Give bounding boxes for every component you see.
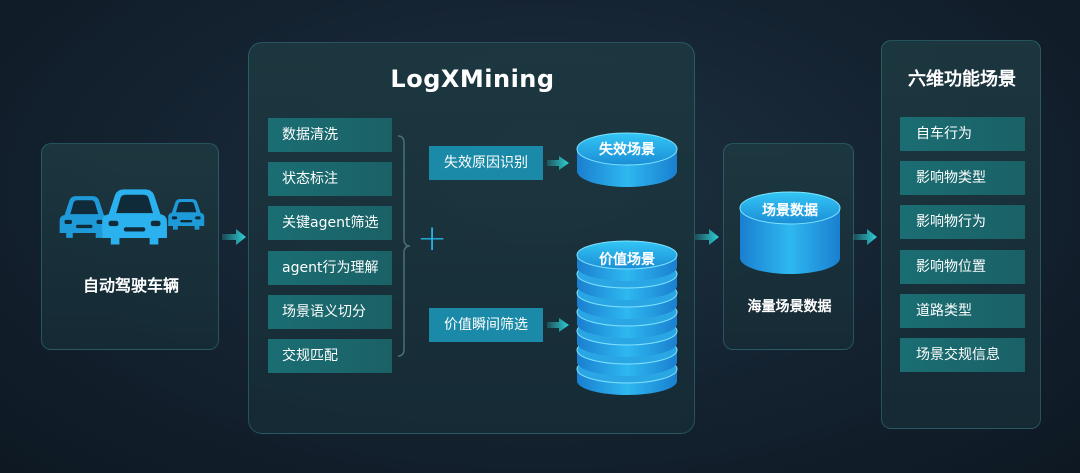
failure-scene-label: 失效场景 bbox=[599, 142, 655, 158]
step-item: 关键agent筛选 bbox=[268, 206, 392, 240]
vehicle-panel: 自动驾驶车辆 bbox=[41, 143, 219, 350]
plus-icon: + bbox=[417, 218, 448, 259]
massive-scene-data-caption: 海量场景数据 bbox=[747, 299, 832, 315]
step-item: 数据清洗 bbox=[268, 118, 392, 152]
value-filter: 价值瞬间筛选 bbox=[429, 308, 543, 342]
step-item: 状态标注 bbox=[268, 162, 392, 196]
scene-item: 影响物位置 bbox=[900, 250, 1025, 284]
panel-title: LogXMining bbox=[390, 65, 555, 93]
scene-item: 场景交规信息 bbox=[900, 338, 1025, 372]
scene-item: 影响物类型 bbox=[900, 161, 1025, 195]
scene-item: 自车行为 bbox=[900, 117, 1025, 151]
value-scene-label: 价值场景 bbox=[599, 252, 655, 268]
step-item: 场景语义切分 bbox=[268, 295, 392, 329]
panel-title: 六维功能场景 bbox=[908, 69, 1016, 90]
step-item: 交规匹配 bbox=[268, 339, 392, 373]
arrow-right-icon bbox=[695, 229, 719, 245]
database-icon bbox=[576, 240, 678, 395]
database-layer-top bbox=[576, 240, 678, 270]
scene-item: 影响物行为 bbox=[900, 205, 1025, 239]
logxmining-panel: LogXMining 数据清洗 状态标注 关键agent筛选 agent行为理解… bbox=[248, 42, 695, 434]
database-icon bbox=[739, 191, 841, 274]
bracket-connector bbox=[397, 135, 411, 357]
step-item: agent行为理解 bbox=[268, 251, 392, 285]
failure-filter: 失效原因识别 bbox=[429, 146, 543, 180]
scene-item: 道路类型 bbox=[900, 294, 1025, 328]
arrow-right-icon bbox=[222, 229, 246, 245]
arrow-right-icon bbox=[547, 318, 569, 332]
scene-data-label: 场景数据 bbox=[762, 203, 818, 219]
arrow-right-icon bbox=[853, 229, 877, 245]
database-icon bbox=[576, 132, 678, 187]
car-icon bbox=[59, 189, 205, 245]
arrow-right-icon bbox=[547, 156, 569, 170]
six-dimension-panel: 六维功能场景 自车行为 影响物类型 影响物行为 影响物位置 道路类型 场景交规信… bbox=[881, 40, 1041, 429]
vehicle-label: 自动驾驶车辆 bbox=[82, 276, 179, 295]
scene-data-panel: 场景数据 海量场景数据 bbox=[723, 143, 854, 350]
